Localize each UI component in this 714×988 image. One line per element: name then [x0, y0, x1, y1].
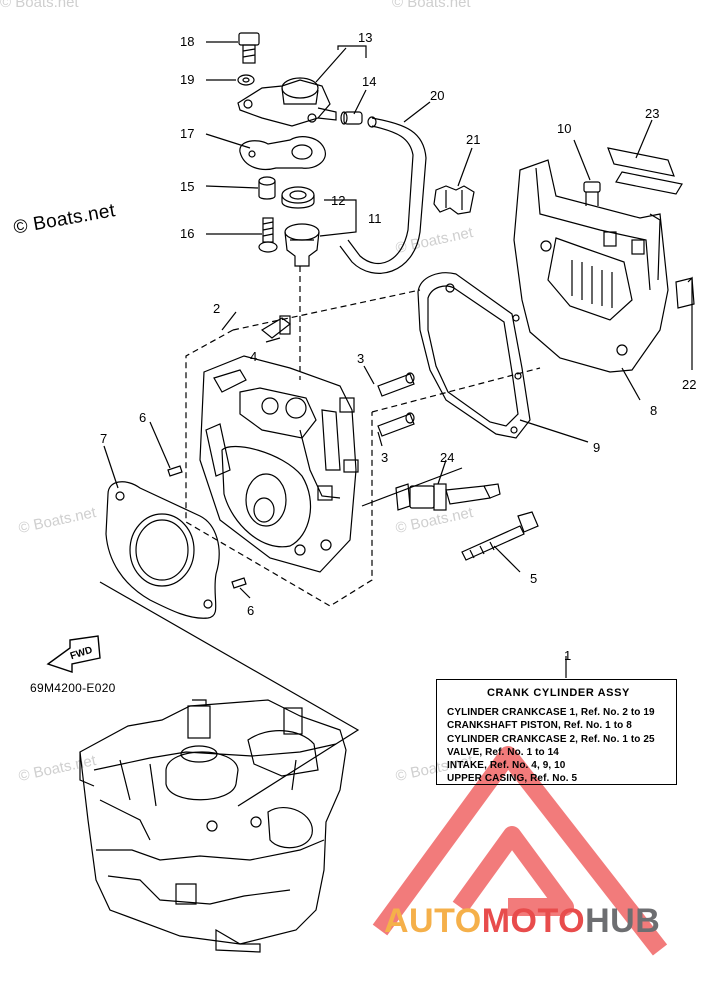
brand-watermark: AUTOMOTOHUB — [384, 902, 660, 941]
callout-23: 23 — [645, 106, 660, 121]
callout-5: 5 — [530, 571, 538, 586]
callout-leader-lines — [103, 41, 693, 678]
watermark-faint: © Boats.net — [0, 0, 79, 11]
bolt-part-18 — [238, 32, 260, 64]
head-gasket-part-7 — [105, 481, 220, 619]
fwd-arrow-icon — [46, 635, 101, 673]
clip-part-21 — [433, 185, 475, 215]
collar-part-15 — [258, 176, 276, 200]
callout-4: 4 — [250, 349, 258, 364]
gasket-part-22 — [675, 277, 695, 309]
callout-6-lower: 6 — [247, 603, 255, 618]
callout-16: 16 — [180, 226, 195, 241]
intake-cover-part-8 — [513, 159, 669, 373]
group-outline-dashed — [185, 329, 373, 607]
info-box-row: CYLINDER CRANKCASE 2, Ref. No. 1 to 25 — [447, 733, 655, 745]
callout-17: 17 — [180, 126, 195, 141]
brand-part-moto: MOTO — [481, 902, 586, 940]
brand-part-auto: AUTO — [384, 902, 482, 940]
callout-21: 21 — [466, 132, 481, 147]
thermostat-cover-part-13 — [237, 77, 337, 127]
callout-22: 22 — [682, 377, 697, 392]
callout-20: 20 — [430, 88, 445, 103]
callout-15: 15 — [180, 179, 195, 194]
spark-plug-part-24 — [395, 483, 501, 511]
info-box-row: CYLINDER CRANKCASE 1, Ref. No. 2 to 19 — [447, 707, 655, 718]
diagram-reference-code: 69M4200-E020 — [30, 681, 116, 695]
fitting-part-4 — [260, 315, 291, 339]
thermostat-part-11 — [284, 223, 320, 267]
info-box-row: UPPER CASING, Ref. No. 5 — [447, 773, 578, 785]
bolt-part-10 — [583, 181, 601, 206]
callout-12: 12 — [331, 193, 346, 208]
hose-part-20 — [347, 125, 414, 265]
callout-13: 13 — [358, 30, 373, 45]
plate-part-23 — [607, 147, 675, 177]
assembly-info-box: CRANK CYLINDER ASSY CYLINDER CRANKCASE 1… — [436, 679, 677, 785]
info-box-row: INTAKE, Ref. No. 4, 9, 10 — [447, 760, 566, 772]
callout-2: 2 — [213, 301, 221, 316]
info-box-title: CRANK CYLINDER ASSY — [486, 687, 630, 699]
dowel-pin-part-3 — [377, 372, 415, 437]
callout-10: 10 — [557, 121, 572, 136]
hose-joint-part-14 — [340, 111, 363, 125]
crankcase-drawing — [79, 699, 347, 953]
callout-11: 11 — [368, 211, 382, 226]
callout-18: 18 — [180, 34, 195, 49]
seal-part-12 — [281, 186, 315, 209]
callout-7: 7 — [100, 431, 108, 446]
brand-logo-graphic — [372, 746, 668, 956]
info-box-row: VALVE, Ref. No. 1 to 14 — [447, 746, 559, 758]
callout-19: 19 — [180, 72, 195, 87]
pin-part-6 — [231, 577, 247, 589]
bolt-part-5 — [461, 511, 539, 561]
gasket-part-9 — [417, 272, 531, 439]
cylinder-body-part-2 — [199, 355, 359, 573]
callout-9: 9 — [593, 440, 601, 455]
callout-8: 8 — [650, 403, 658, 418]
callout-6-upper: 6 — [139, 410, 147, 425]
gasket-part-17 — [239, 136, 326, 171]
callout-3-lower: 3 — [381, 450, 389, 465]
pin-part-6 — [167, 465, 183, 477]
bolt-part-16 — [258, 217, 278, 253]
callout-14: 14 — [362, 74, 377, 89]
brand-part-hub: HUB — [585, 902, 661, 940]
callout-24: 24 — [440, 450, 455, 465]
washer-part-19 — [237, 74, 255, 86]
watermark-faint: © Boats.net — [392, 0, 471, 11]
info-box-row: CRANKSHAFT PISTON, Ref. No. 1 to 8 — [447, 720, 632, 732]
callout-1: 1 — [564, 648, 572, 663]
callout-3-upper: 3 — [357, 351, 365, 366]
